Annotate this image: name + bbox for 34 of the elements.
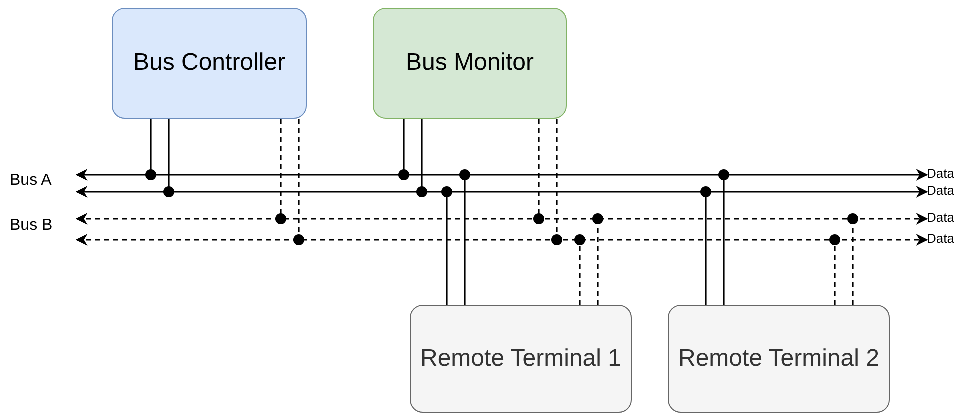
dashed-bus-stub (848, 214, 858, 305)
device-name: Bus Monitor (406, 48, 534, 78)
bus-line (76, 212, 928, 226)
device-name: Remote Terminal 1 (420, 344, 622, 374)
bus-stub (146, 119, 156, 180)
data-label: Data (927, 210, 954, 225)
data-label: Data (927, 183, 954, 198)
bus-stub (460, 170, 470, 305)
bus-label: Bus B (10, 217, 53, 235)
bus-stub (718, 170, 730, 305)
device-box (668, 305, 890, 413)
data-label: Data (927, 166, 954, 181)
dashed-bus-stub (294, 119, 304, 246)
device-box (373, 8, 567, 119)
bus-stub (164, 119, 174, 198)
dashed-bus-stub (276, 119, 286, 224)
bus-stub (700, 186, 712, 305)
dashed-bus-stub (830, 234, 840, 305)
dashed-bus-stub (552, 119, 562, 246)
device-box (112, 8, 307, 119)
dashed-bus-stub (592, 214, 604, 305)
bus-line (76, 185, 928, 199)
device-box (410, 305, 632, 413)
bus-stub (416, 119, 428, 198)
device-name: Remote Terminal 2 (678, 344, 880, 374)
data-label: Data (927, 231, 954, 246)
dashed-bus-stub (574, 234, 586, 305)
dashed-bus-stub (534, 119, 544, 224)
bus-stub (398, 119, 410, 180)
bus-label: Bus A (10, 172, 52, 190)
bus-line (76, 233, 928, 247)
bus-line (76, 168, 928, 182)
bus-stub (442, 186, 452, 305)
device-name: Bus Controller (133, 48, 286, 78)
